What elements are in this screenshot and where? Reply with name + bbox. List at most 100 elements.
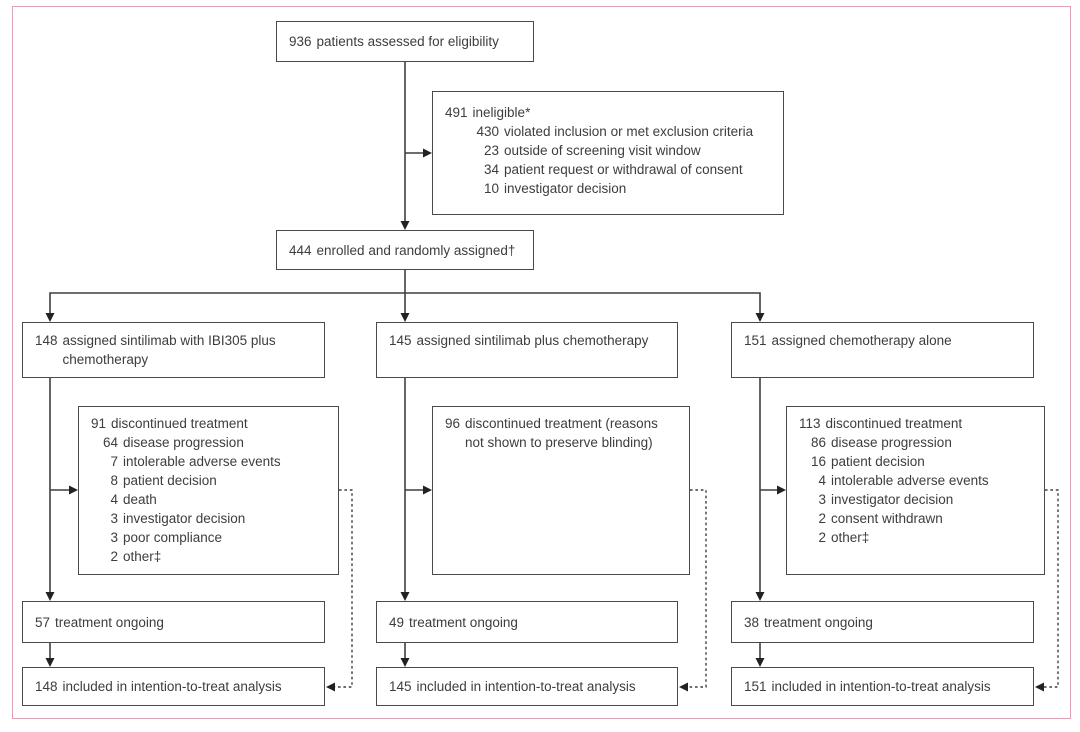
ongoing-count: 38: [744, 614, 760, 630]
reason-count: 64: [102, 435, 118, 450]
reason-count: 34: [483, 162, 499, 177]
enrolled-label: enrolled and randomly assigned†: [316, 242, 516, 258]
assessed-eligibility-box: 936 patients assessed for eligibility: [276, 21, 534, 62]
reason-label: death: [123, 492, 157, 507]
arm-0-ongoing-line: 57 treatment ongoing: [23, 613, 172, 632]
reason-count: 2: [110, 549, 118, 564]
reason-label: outside of screening visit window: [504, 143, 701, 158]
discontinued-reason-line: 4 death: [91, 490, 330, 509]
ongoing-count: 49: [389, 614, 405, 630]
arm-1-assigned-label: assigned sintilimab plus chemotherapy: [416, 333, 649, 348]
enrolled-randomized-box: 444 enrolled and randomly assigned†: [276, 230, 534, 270]
discontinued-reason-line: 16 patient decision: [799, 452, 1036, 471]
discontinued-reason-line: 3 investigator decision: [799, 490, 1036, 509]
reason-label: other‡: [123, 549, 162, 564]
arm-2-itt-box: 151 included in intention-to-treat analy…: [731, 667, 1034, 706]
ineligible-label: ineligible*: [472, 105, 531, 120]
assessed-label: patients assessed for eligibility: [316, 34, 499, 49]
reason-count: 23: [483, 143, 499, 158]
itt-label: included in intention-to-treat analysis: [416, 679, 636, 694]
reason-count: 3: [818, 492, 826, 507]
ongoing-label: treatment ongoing: [409, 614, 518, 630]
discontinued-reason-line: 7 intolerable adverse events: [91, 452, 330, 471]
discontinued-reason-line: 2 other‡: [799, 528, 1036, 547]
arm-2-assigned-label: assigned chemotherapy alone: [771, 333, 952, 348]
discontinued-reason-line: 3 poor compliance: [91, 528, 330, 547]
ineligible-reason-line: 34 patient request or withdrawal of cons…: [445, 160, 775, 179]
discontinued-count: 91: [91, 416, 107, 431]
arm-1-assigned-box: 145 assigned sintilimab plus chemotherap…: [376, 322, 678, 378]
arm-0-assigned-line: 148 assigned sintilimab with IBI305 plus…: [35, 331, 316, 369]
ineligible-box: 491 ineligible* 430 violated inclusion o…: [432, 91, 784, 215]
arm-2-itt-line: 151 included in intention-to-treat analy…: [732, 677, 999, 696]
reason-label: disease progression: [123, 435, 244, 450]
reason-label: intolerable adverse events: [831, 473, 989, 488]
reason-label: investigator decision: [504, 181, 627, 196]
ongoing-label: treatment ongoing: [55, 614, 164, 630]
discontinued-reason-line: 86 disease progression: [799, 433, 1036, 452]
discontinued-count: 113: [799, 416, 821, 431]
discontinued-reason-line: 3 investigator decision: [91, 509, 330, 528]
reason-label: investigator decision: [831, 492, 954, 507]
arm-0-discontinued-title: 91 discontinued treatment: [91, 414, 330, 433]
reason-label: other‡: [831, 530, 870, 545]
itt-count: 145: [389, 679, 412, 694]
arm-2-assigned-box: 151 assigned chemotherapy alone: [731, 322, 1034, 378]
reason-label: disease progression: [831, 435, 952, 450]
arm-0-assigned-label: assigned sintilimab with IBI305 plus che…: [62, 333, 276, 367]
arm-0-itt-box: 148 included in intention-to-treat analy…: [22, 667, 325, 706]
reason-label: patient decision: [831, 454, 925, 469]
reason-count: 2: [818, 511, 826, 526]
itt-label: included in intention-to-treat analysis: [62, 679, 282, 694]
itt-count: 151: [744, 679, 767, 694]
reason-label: patient request or withdrawal of consent: [504, 162, 743, 177]
reason-count: 16: [810, 454, 826, 469]
arm-2-discontinued-box: 113 discontinued treatment 86 disease pr…: [786, 406, 1045, 575]
arm-0-assigned-count: 148: [35, 333, 58, 348]
ineligible-reason-line: 430 violated inclusion or met exclusion …: [445, 122, 775, 141]
reason-count: 7: [110, 454, 118, 469]
discontinued-reason-line: 4 intolerable adverse events: [799, 471, 1036, 490]
arm-2-ongoing-box: 38 treatment ongoing: [731, 601, 1034, 643]
arm-2-assigned-line: 151 assigned chemotherapy alone: [744, 331, 1025, 350]
arm-1-assigned-count: 145: [389, 333, 412, 348]
discontinued-count: 96: [445, 416, 461, 431]
reason-label: intolerable adverse events: [123, 454, 281, 469]
arm-1-itt-box: 145 included in intention-to-treat analy…: [376, 667, 678, 706]
discontinued-reason-line: 8 patient decision: [91, 471, 330, 490]
ineligible-count: 491: [445, 105, 468, 120]
itt-label: included in intention-to-treat analysis: [771, 679, 991, 694]
arm-2-assigned-count: 151: [744, 333, 767, 348]
discontinued-reason-line: 64 disease progression: [91, 433, 330, 452]
ineligible-reason-line: 10 investigator decision: [445, 179, 775, 198]
arm-0-assigned-box: 148 assigned sintilimab with IBI305 plus…: [22, 322, 325, 378]
ongoing-label: treatment ongoing: [764, 614, 873, 630]
discontinued-label: discontinued treatment (reasons not show…: [465, 416, 658, 450]
arm-0-itt-line: 148 included in intention-to-treat analy…: [23, 677, 290, 696]
reason-count: 4: [818, 473, 826, 488]
arm-1-discontinued-box: 96 discontinued treatment (reasons not s…: [432, 406, 690, 575]
ineligible-title-line: 491 ineligible*: [445, 103, 775, 122]
reason-count: 86: [810, 435, 826, 450]
reason-label: poor compliance: [123, 530, 223, 545]
discontinued-label: discontinued treatment: [825, 416, 963, 431]
reason-count: 2: [818, 530, 826, 545]
reason-count: 4: [110, 492, 118, 507]
discontinued-reason-line: 2 other‡: [91, 547, 330, 566]
discontinued-reason-line: 2 consent withdrawn: [799, 509, 1036, 528]
enrolled-count: 444: [289, 242, 312, 258]
reason-count: 10: [483, 181, 499, 196]
ineligible-reason-line: 23 outside of screening visit window: [445, 141, 775, 160]
reason-label: patient decision: [123, 473, 217, 488]
discontinued-label: discontinued treatment: [111, 416, 248, 431]
ongoing-count: 57: [35, 614, 51, 630]
arm-0-discontinued-box: 91 discontinued treatment 64 disease pro…: [78, 406, 339, 575]
reason-count: 430: [476, 124, 499, 139]
assessed-count: 936: [289, 34, 312, 49]
arm-1-ongoing-line: 49 treatment ongoing: [377, 613, 526, 632]
arm-2-discontinued-title: 113 discontinued treatment: [799, 414, 1036, 433]
arm-1-ongoing-box: 49 treatment ongoing: [376, 601, 678, 643]
itt-count: 148: [35, 679, 58, 694]
